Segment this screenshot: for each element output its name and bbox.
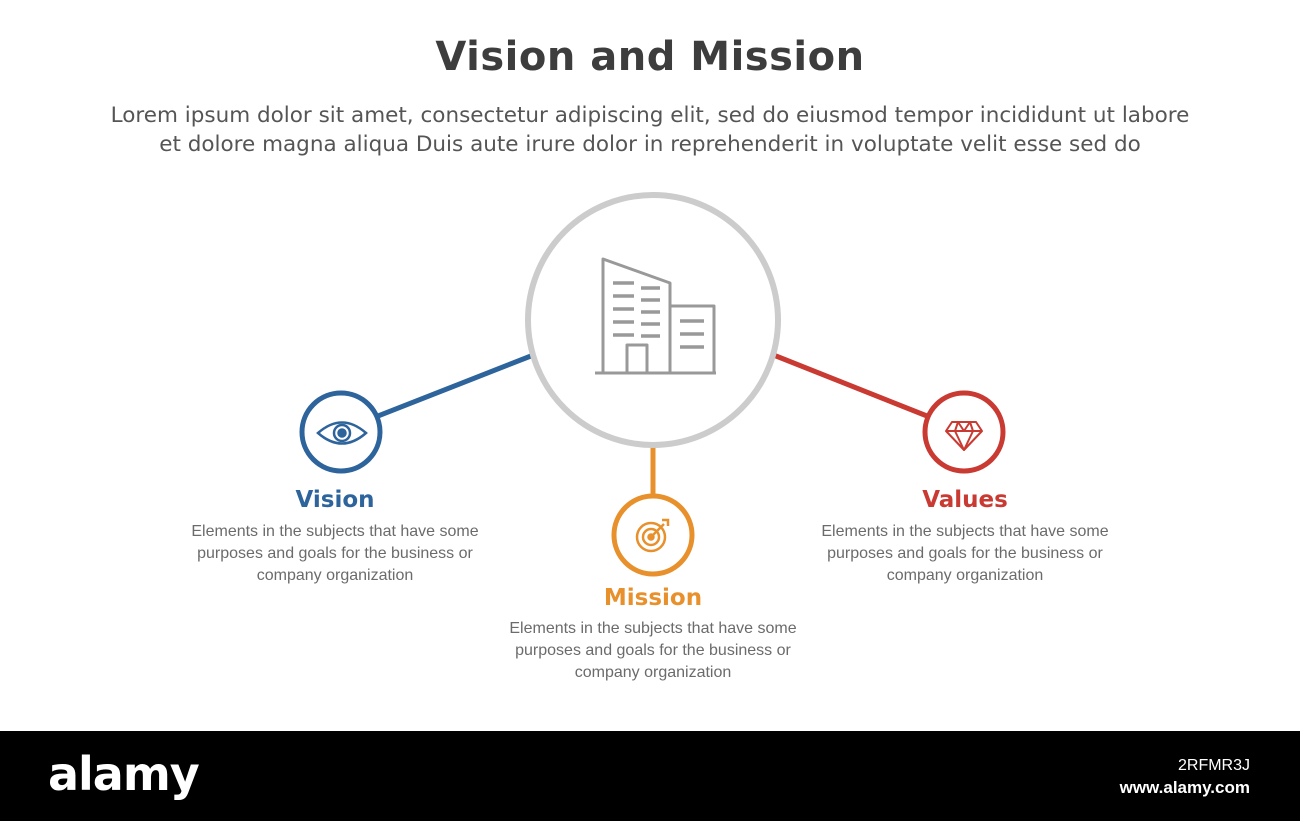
vision-title: Vision	[295, 487, 375, 513]
subtitle-line-1: Lorem ipsum dolor sit amet, consectetur …	[110, 103, 1190, 128]
page-title: Vision and Mission	[435, 34, 865, 80]
vision-connector	[377, 351, 537, 419]
watermark-footer: alamy 2RFMR3J www.alamy.com	[0, 731, 1300, 821]
mission-title: Mission	[603, 585, 703, 611]
target-icon	[635, 518, 670, 553]
values-title: Values	[922, 487, 1008, 513]
image-id: 2RFMR3J	[1177, 757, 1250, 774]
diamond-icon	[945, 421, 983, 451]
vision-mission-diagram	[299, 192, 1006, 577]
eye-icon	[316, 421, 368, 445]
subtitle: Lorem ipsum dolor sit amet, consectetur …	[40, 101, 1260, 159]
site-url: www.alamy.com	[1119, 778, 1250, 797]
values-connector	[770, 351, 928, 419]
subtitle-line-2: et dolore magna aliqua Duis aute irure d…	[159, 132, 1141, 157]
mission-description: Elements in the subjects that have some …	[509, 620, 797, 681]
building-icon	[595, 257, 716, 375]
center-circle	[525, 192, 781, 448]
values-description: Elements in the subjects that have some …	[821, 523, 1109, 584]
stock-info: 2RFMR3J www.alamy.com	[1120, 755, 1250, 799]
vision-description: Elements in the subjects that have some …	[191, 523, 479, 584]
alamy-logo: alamy	[48, 747, 200, 801]
